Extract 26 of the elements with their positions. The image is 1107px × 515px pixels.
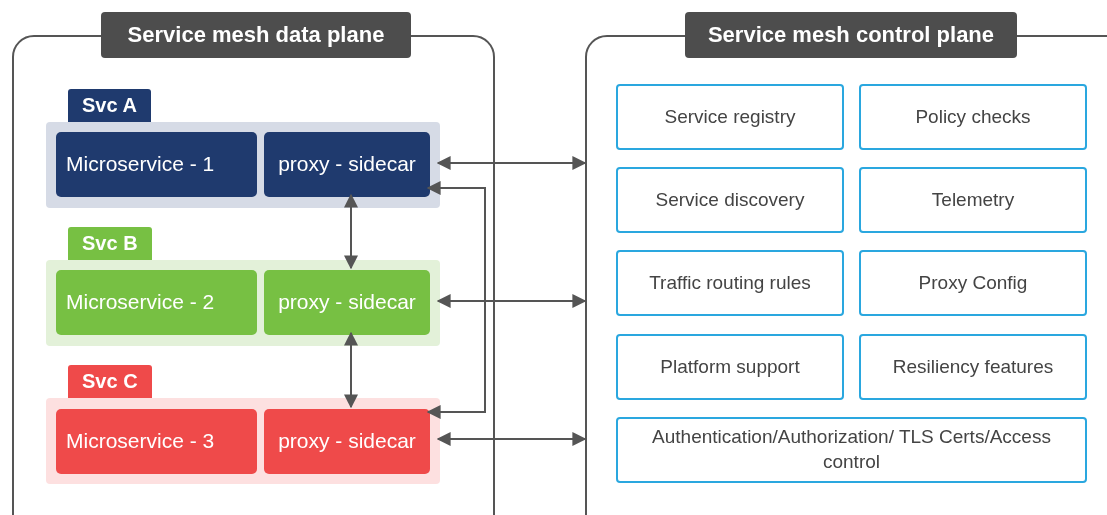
- service-tab: Svc A: [68, 89, 151, 122]
- component-box: proxy - sidecar: [264, 409, 430, 474]
- connector-arrow: [436, 294, 587, 308]
- feature-box: Authentication/Authorization/ TLS Certs/Access control: [616, 417, 1087, 483]
- component-box: Microservice - 1: [56, 132, 257, 197]
- connector-arrow: [426, 181, 486, 419]
- connector-arrow: [436, 432, 587, 446]
- feature-box: Resiliency features: [859, 334, 1087, 400]
- connector-arrow: [344, 193, 358, 270]
- feature-box: Platform support: [616, 334, 844, 400]
- component-box: proxy - sidecar: [264, 132, 430, 197]
- feature-box: Policy checks: [859, 84, 1087, 150]
- component-box: Microservice - 3: [56, 409, 257, 474]
- feature-box: Proxy Config: [859, 250, 1087, 316]
- panel-title: Service mesh control plane: [685, 12, 1017, 58]
- service-tab: Svc B: [68, 227, 152, 260]
- feature-box: Telemetry: [859, 167, 1087, 233]
- panel-title: Service mesh data plane: [101, 12, 411, 58]
- connector-arrow: [436, 156, 587, 170]
- feature-box: Traffic routing rules: [616, 250, 844, 316]
- component-box: Microservice - 2: [56, 270, 257, 335]
- connector-arrow: [344, 331, 358, 409]
- feature-box: Service registry: [616, 84, 844, 150]
- component-box: proxy - sidecar: [264, 270, 430, 335]
- service-tab: Svc C: [68, 365, 152, 398]
- feature-box: Service discovery: [616, 167, 844, 233]
